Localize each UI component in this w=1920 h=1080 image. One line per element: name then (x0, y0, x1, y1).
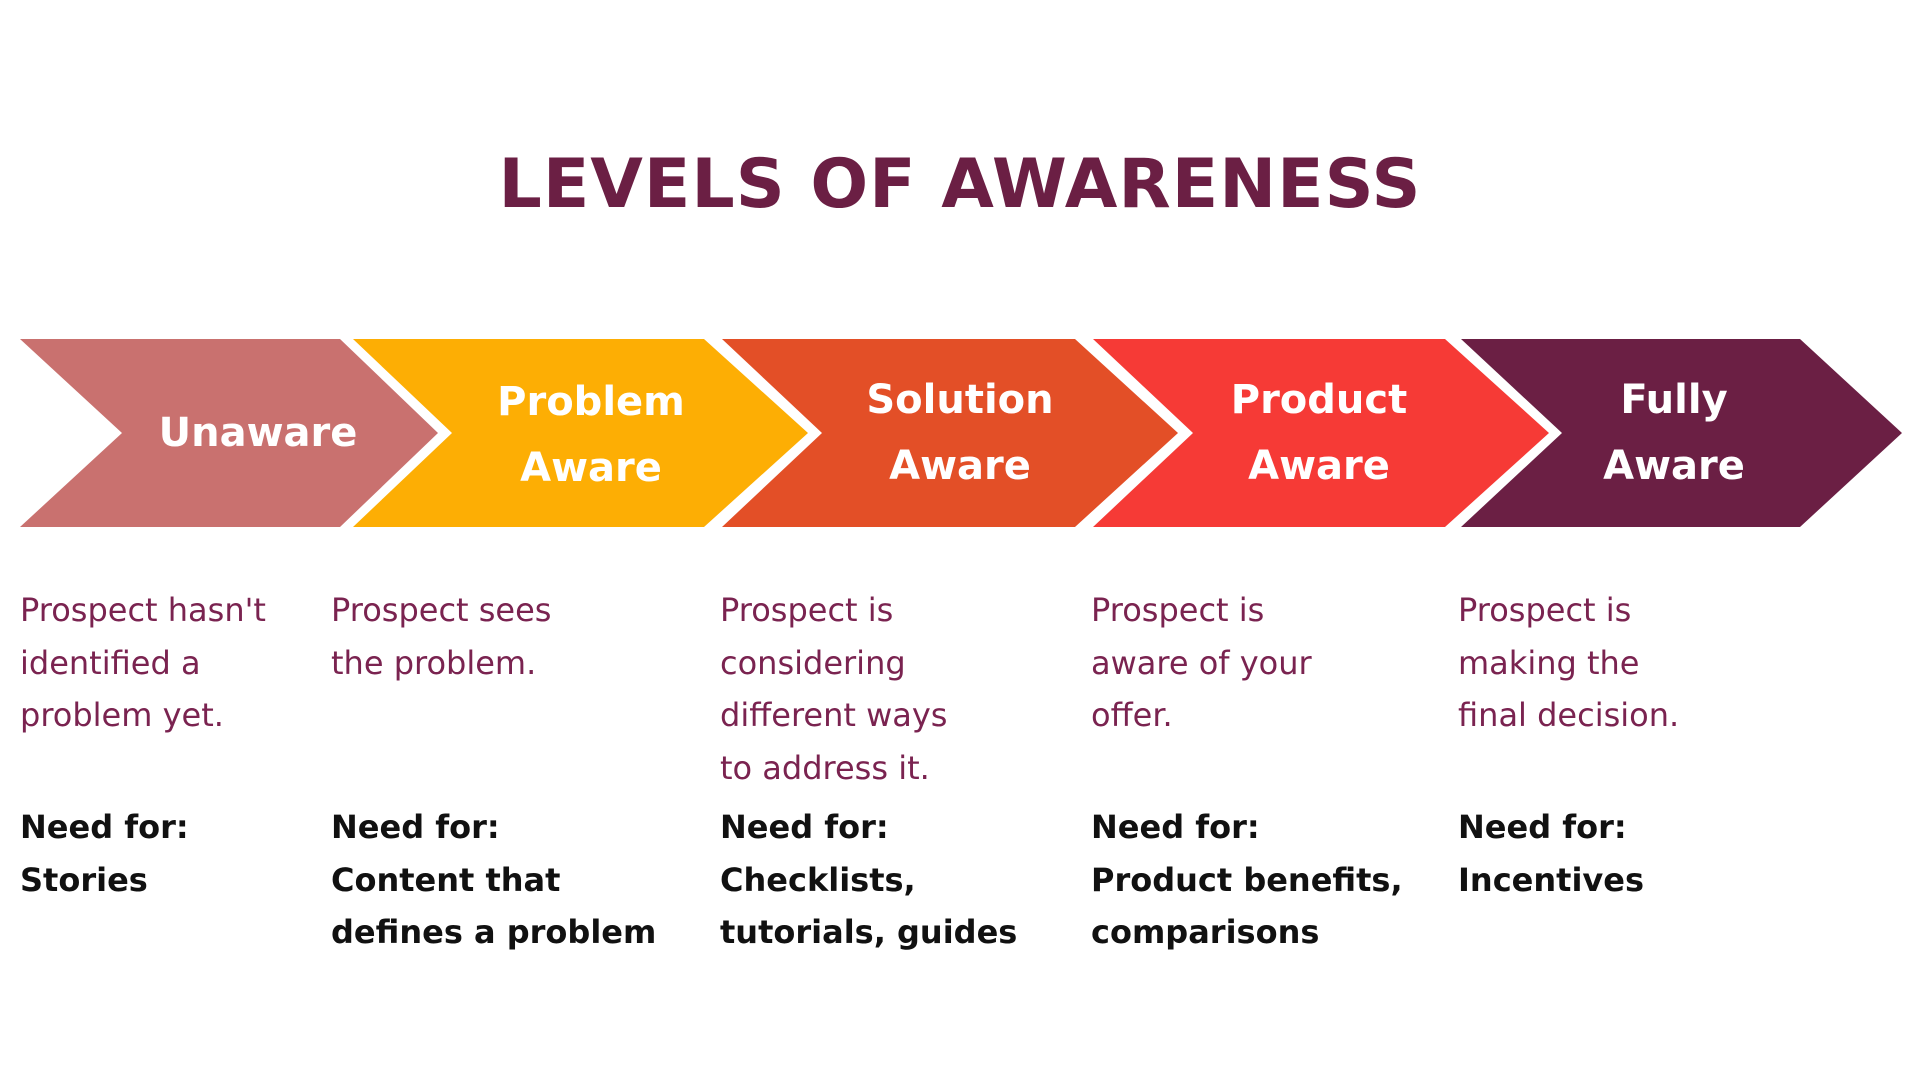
arrow-problem-aware (353, 339, 808, 527)
description-line: different ways (720, 696, 948, 734)
arrow-unaware (20, 339, 438, 527)
stage-description: Prospect hasn't identified a problem yet. (20, 584, 380, 742)
description-line: final decision. (1458, 696, 1680, 734)
need-line: defines a problem (331, 913, 657, 951)
stage-label-line1: Problem (497, 379, 685, 425)
description-line: offer. (1091, 696, 1173, 734)
stage-need: Need for: Checklists, tutorials, guides (720, 801, 1017, 959)
need-label: Need for: (720, 808, 889, 846)
description-line: Prospect is (1091, 591, 1265, 629)
arrow-solution-aware (722, 339, 1178, 527)
need-label: Need for: (1458, 808, 1627, 846)
stage-description: Prospect sees the problem. (331, 584, 691, 689)
stage-need: Need for: Incentives (1458, 801, 1644, 906)
description-line: Prospect sees (331, 591, 552, 629)
stage-label-line2: Aware (889, 443, 1031, 489)
arrow-product-aware (1093, 339, 1549, 527)
description-line: the problem. (331, 643, 537, 682)
stage-column-solution-aware: Prospect is considering different ways to a… (720, 584, 1080, 951)
need-label: Need for: (20, 808, 189, 846)
stage-need: Need for: Content that defines a problem (331, 801, 656, 959)
stage-label-text: Unaware (158, 410, 358, 456)
stage-label-line1: Solution (866, 377, 1054, 423)
description-line: Prospect is (720, 591, 894, 629)
need-label: Need for: (331, 808, 500, 846)
stage-label-unaware: Unaware (159, 400, 358, 466)
stage-need: Need for: Product benefits, comparisons (1091, 801, 1403, 959)
stage-label-line1: Fully (1620, 377, 1728, 423)
stage-need: Need for: Stories (20, 801, 189, 906)
stage-label-line2: Aware (520, 445, 662, 491)
stage-description: Prospect is considering different ways to a… (720, 584, 1080, 794)
description-line: Prospect is (1458, 591, 1632, 629)
need-line: Product benefits, (1091, 860, 1403, 899)
need-line: Checklists, (720, 860, 916, 899)
description-line: problem yet. (20, 696, 224, 734)
stage-column-fully-aware: Prospect is making the final decision. Nee… (1458, 584, 1818, 899)
stage-description: Prospect is making the final decision. (1458, 584, 1818, 742)
need-label: Need for: (1091, 808, 1260, 846)
description-line: Prospect hasn't (20, 591, 266, 629)
description-line: identified a (20, 643, 201, 682)
stage-column-product-aware: Prospect is aware of your offer. Need for:… (1091, 584, 1451, 951)
arrow-fully-aware (1461, 339, 1902, 527)
need-line: Stories (20, 860, 148, 899)
description-line: aware of your (1091, 643, 1312, 682)
stage-label-line2: Aware (1603, 443, 1745, 489)
need-line: Content that (331, 860, 561, 899)
description-line: making the (1458, 643, 1640, 682)
need-line: comparisons (1091, 913, 1320, 951)
page-title: LEVELS OF AWARENESS (498, 145, 1422, 224)
description-line: to address it. (720, 748, 930, 787)
stage-label-line1: Product (1230, 377, 1408, 423)
stage-label-line2: Aware (1248, 443, 1390, 489)
stage-column-problem-aware: Prospect sees the problem. Need for: Conte… (331, 584, 691, 951)
description-line: considering (720, 643, 906, 682)
need-line: Incentives (1458, 860, 1645, 899)
stage-description: Prospect is aware of your offer. (1091, 584, 1451, 742)
need-line: tutorials, guides (720, 913, 1018, 951)
